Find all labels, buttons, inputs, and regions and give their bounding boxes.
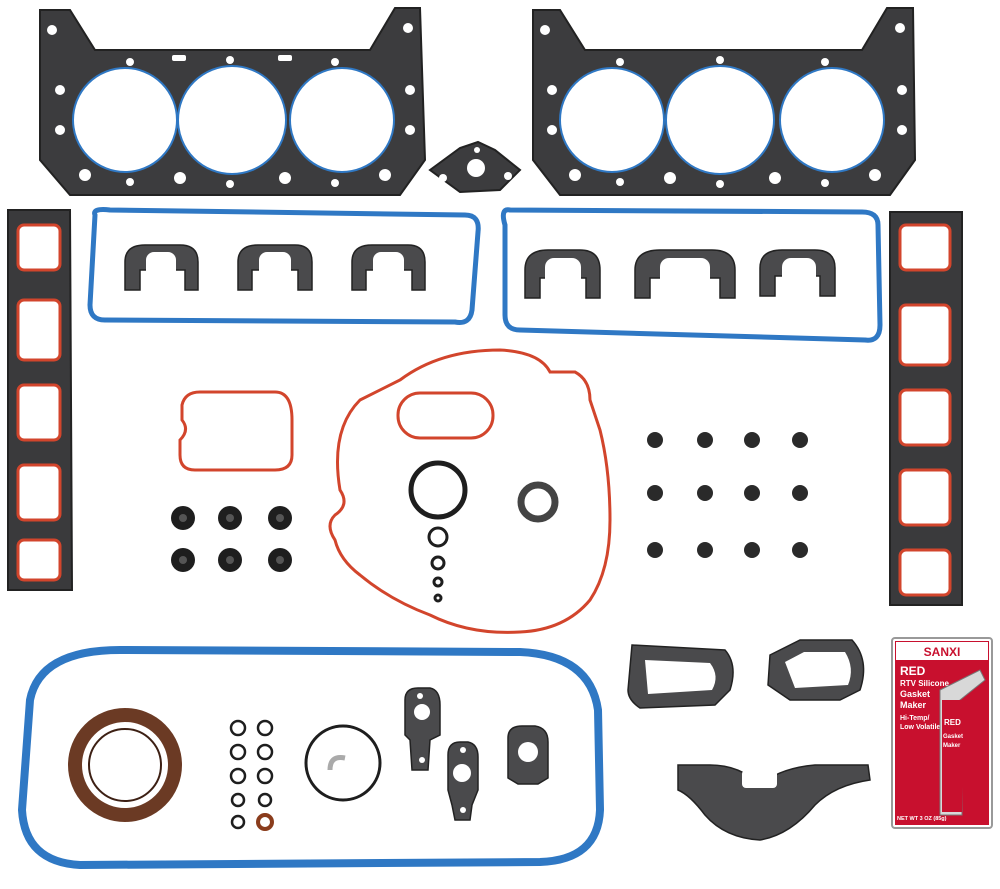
timing-rear-gasket [677, 764, 871, 841]
package-brand: SANXI [924, 645, 961, 659]
valve-cover-gasket-right [500, 207, 883, 343]
egr-gasket [428, 140, 522, 194]
package-desc-1: RTV Silicone [900, 679, 949, 688]
crank-seal-ring [408, 460, 468, 520]
package-net-weight: NET WT 3 OZ (85g) [897, 816, 947, 822]
camshaft-seal [517, 481, 559, 523]
tube-label-3: Maker [943, 743, 961, 749]
package-feature-2: Low Volatile [900, 724, 940, 731]
large-o-ring [304, 724, 382, 802]
throttle-body-gasket [178, 390, 294, 472]
tube-label-1: RED [944, 718, 961, 727]
timing-cover-gasket [328, 348, 612, 634]
oil-pan-gasket [17, 645, 605, 870]
intake-gasket-right [889, 211, 963, 606]
package-product-line: RED [900, 664, 926, 678]
head-gasket-left [39, 7, 427, 196]
valve-stem-seals-small [647, 432, 808, 558]
brown-o-ring [256, 813, 274, 831]
small-o-rings [427, 526, 449, 603]
package-desc-2: Gasket [900, 689, 930, 699]
head-gasket-right [532, 7, 917, 196]
rear-main-seal [68, 708, 182, 822]
rtv-sealant-package: SANXI RED RTV Silicone Gasket Maker Hi-T… [891, 637, 993, 829]
intake-gasket-left [7, 209, 74, 591]
tube-label-2: Gasket [943, 734, 963, 740]
valve-cover-gasket-left [87, 207, 481, 325]
package-feature: Hi-Temp/ [900, 715, 929, 722]
package-desc-3: Maker [900, 700, 927, 710]
o-ring-set [229, 719, 274, 830]
